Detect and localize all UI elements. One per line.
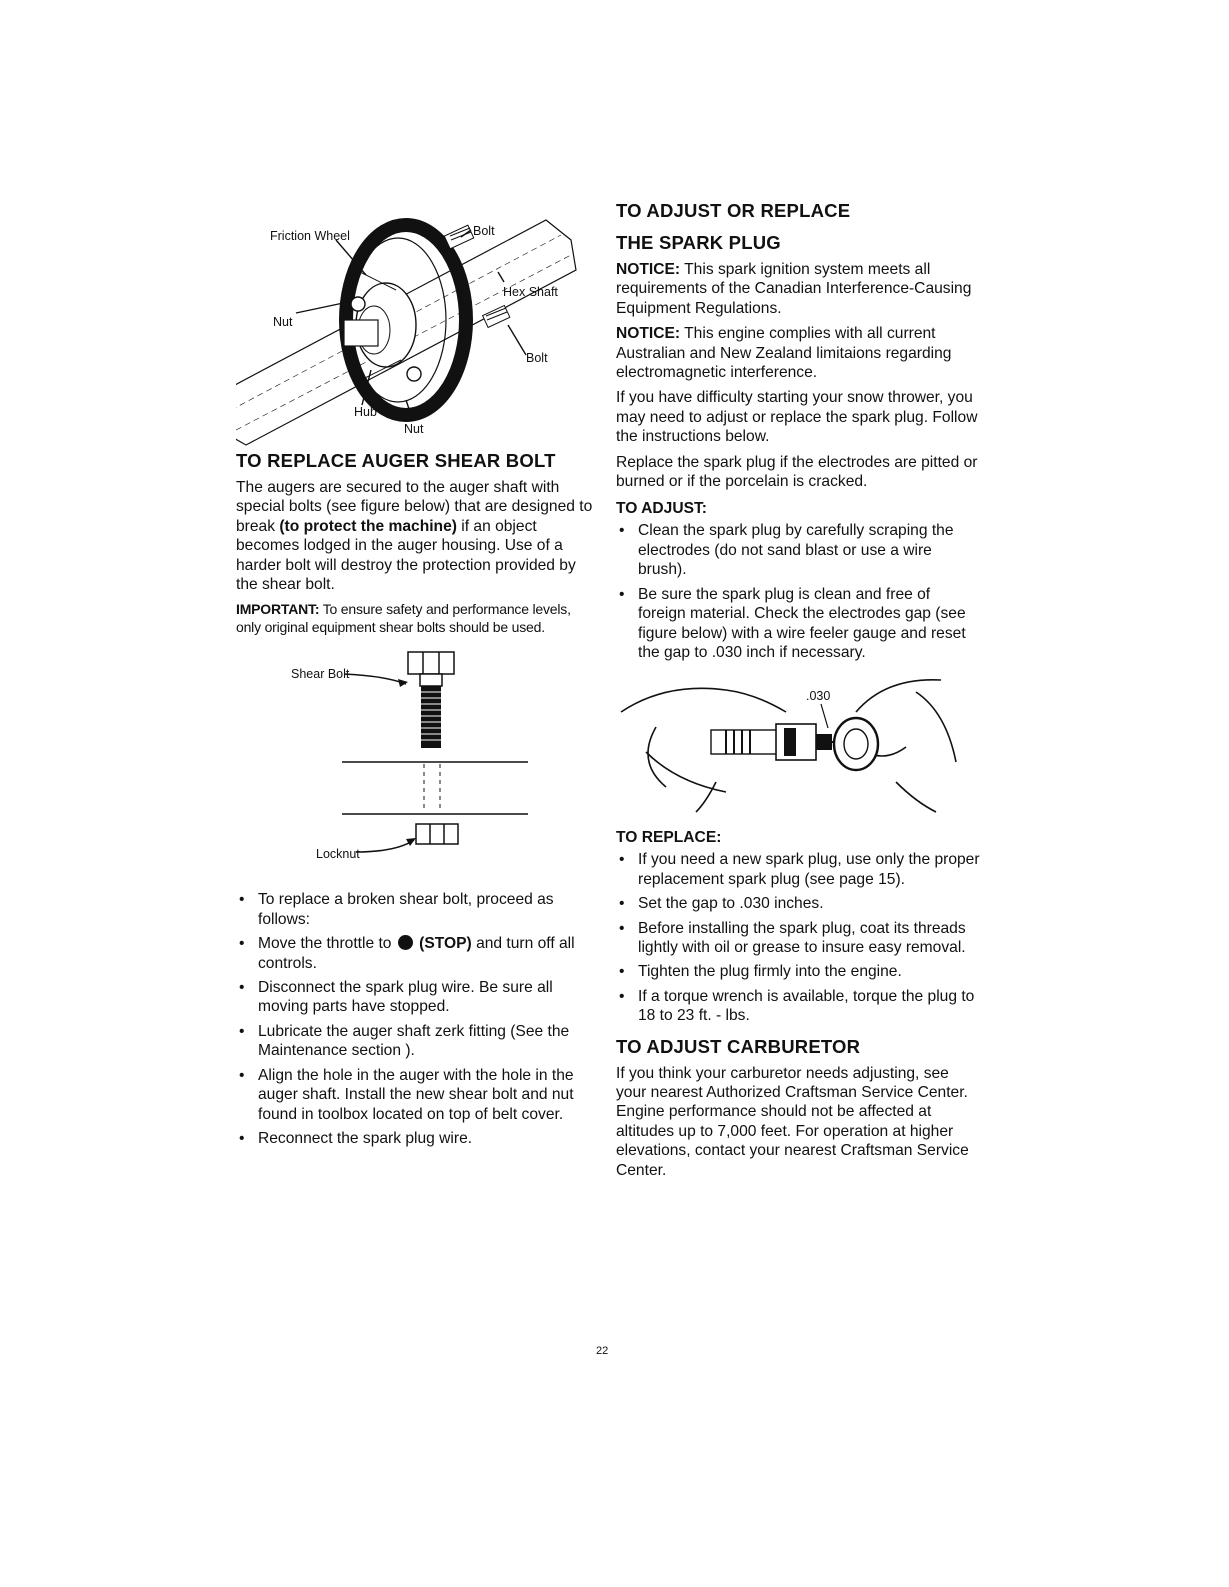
spark-plug-gap-figure: .030: [616, 672, 980, 822]
left-column: Friction Wheel Bolt Hex Shaft Nut Bolt H…: [236, 200, 596, 1153]
carburetor-paragraph: If you think your carburetor needs adjus…: [616, 1064, 969, 1179]
label-locknut: Locknut: [316, 847, 360, 861]
adjust-steps: Clean the spark plug by carefully scrapi…: [616, 521, 980, 662]
shear-bolt-figure: Shear Bolt Locknut: [236, 646, 596, 886]
stop-icon: [397, 935, 413, 951]
shear-bolt-diagram: Shear Bolt Locknut: [291, 651, 528, 861]
list-item: Disconnect the spark plug wire. Be sure …: [236, 978, 596, 1017]
friction-wheel-figure: Friction Wheel Bolt Hex Shaft Nut Bolt H…: [236, 200, 596, 450]
to-adjust-heading: TO ADJUST:: [616, 500, 707, 518]
to-replace-heading: TO REPLACE:: [616, 829, 722, 847]
list-item: Be sure the spark plug is clean and free…: [616, 585, 980, 663]
notice-canadian: NOTICE: This spark ignition system meets…: [616, 261, 972, 317]
shear-bolt-steps: To replace a broken shear bolt, proceed …: [236, 890, 596, 1148]
replace-condition-paragraph: Replace the spark plug if the electrodes…: [616, 453, 978, 491]
label-friction-wheel: Friction Wheel: [270, 229, 350, 243]
list-item: Tighten the plug firmly into the engine.: [616, 962, 980, 982]
label-bolt-bottom: Bolt: [526, 351, 548, 365]
gap-label: .030: [806, 689, 830, 703]
label-bolt-top: Bolt: [473, 224, 495, 238]
page-number: 22: [596, 1345, 609, 1357]
label-hub: Hub: [354, 405, 377, 419]
label-hex-shaft: Hex Shaft: [503, 285, 558, 299]
list-item: Clean the spark plug by carefully scrapi…: [616, 521, 980, 579]
list-item: Set the gap to .030 inches.: [616, 894, 980, 914]
list-item: If you need a new spark plug, use only t…: [616, 850, 980, 889]
replace-steps: If you need a new spark plug, use only t…: [616, 850, 980, 1025]
list-item: Move the throttle to (STOP) and turn off…: [236, 934, 596, 973]
right-column: TO ADJUST OR REPLACE THE SPARK PLUG NOTI…: [616, 200, 980, 1186]
friction-wheel-diagram: Friction Wheel Bolt Hex Shaft Nut Bolt H…: [236, 218, 577, 446]
list-item: Align the hole in the auger with the hol…: [236, 1066, 596, 1124]
list-item: Reconnect the spark plug wire.: [236, 1129, 596, 1149]
shear-bolt-paragraph: The augers are secured to the auger shaf…: [236, 479, 593, 594]
auger-shear-bolt-heading: TO REPLACE AUGER SHEAR BOLT: [236, 450, 556, 471]
important-note: IMPORTANT: To ensure safety and performa…: [236, 601, 571, 636]
carburetor-heading: TO ADJUST CARBURETOR: [616, 1035, 861, 1057]
spark-plug-heading-line1: TO ADJUST OR REPLACE: [616, 200, 851, 221]
difficulty-paragraph: If you have difficulty starting your sno…: [616, 389, 978, 446]
label-shear-bolt: Shear Bolt: [291, 667, 350, 681]
label-nut-bottom: Nut: [404, 422, 424, 436]
label-nut-left: Nut: [273, 315, 293, 329]
notice-australian: NOTICE: This engine complies with all cu…: [616, 325, 952, 382]
list-item: Lubricate the auger shaft zerk fitting (…: [236, 1022, 596, 1061]
list-item: To replace a broken shear bolt, proceed …: [236, 890, 596, 929]
list-item: If a torque wrench is available, torque …: [616, 987, 980, 1026]
spark-plug-heading-line2: THE SPARK PLUG: [616, 232, 781, 253]
spark-plug-gap-diagram: .030: [620, 679, 957, 814]
list-item: Before installing the spark plug, coat i…: [616, 919, 980, 958]
